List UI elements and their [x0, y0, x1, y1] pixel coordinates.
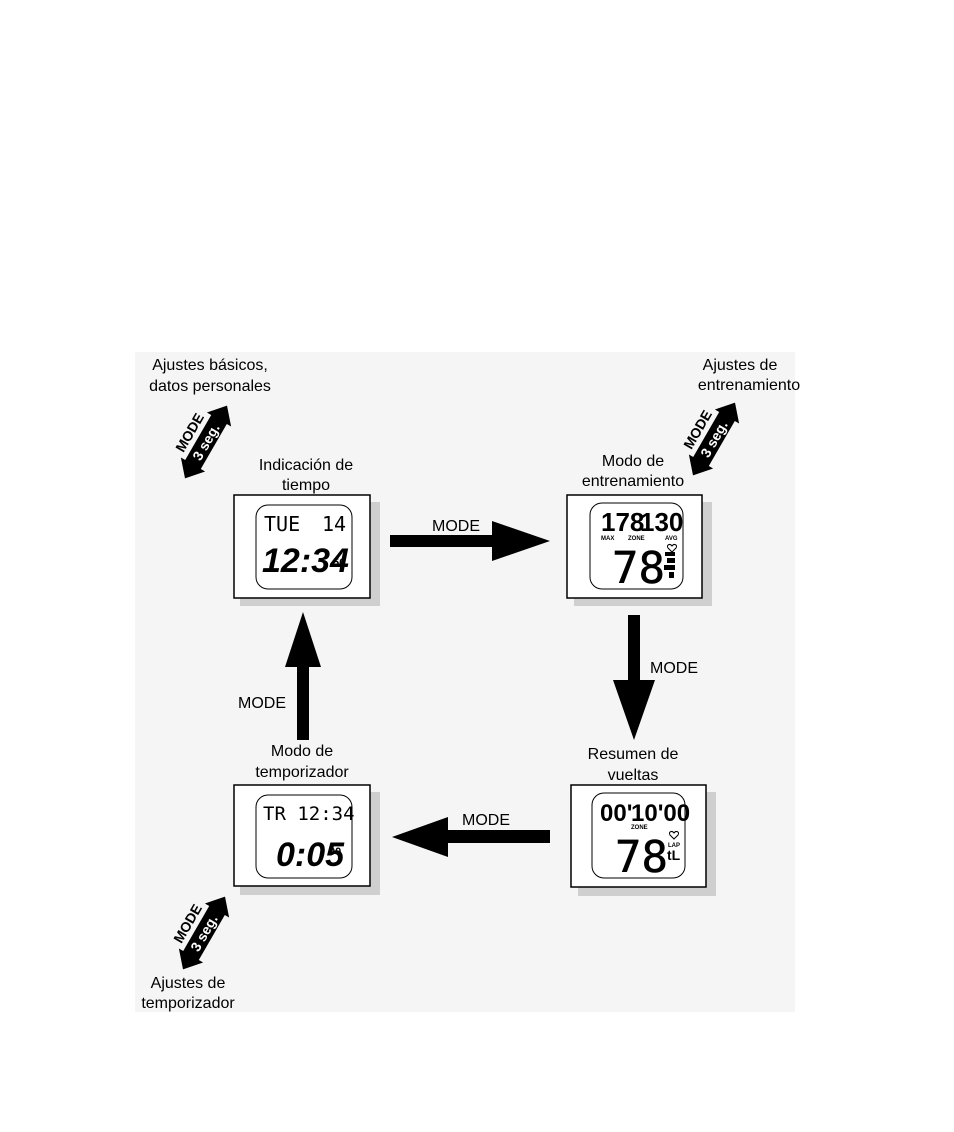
screen-time-seconds: 56 [333, 557, 345, 569]
runner-icon [664, 552, 675, 578]
screen-laps-heart-rate: 78 [615, 832, 668, 883]
screen-time-clock: 12:34 [262, 542, 349, 580]
screen-laps-top-right: 10'00 [631, 800, 690, 827]
settings-basic-label-line1: Ajustes básicos, [152, 357, 268, 374]
screen-timer-label-line2: temporizador [255, 764, 349, 781]
arrow-training-to-laps-label: MODE [650, 660, 698, 677]
screen-training-max-label: MAX [601, 536, 614, 542]
screen-timer-hundredths: 00 [329, 846, 341, 858]
screen-laps-lap-value: tL [667, 847, 681, 863]
screen-laps-zone-label: ZONE [631, 825, 648, 831]
screen-training: 178 130 MAX ZONE AVG 78 [566, 494, 712, 606]
arrow-timer-to-time-label: MODE [238, 695, 286, 712]
arrow-time-to-training [390, 521, 550, 561]
screen-laps-lcd [591, 792, 686, 879]
settings-training-label-line1: Ajustes de [703, 357, 778, 374]
diagram-background [135, 352, 795, 1012]
screen-time: TUE 14 12:34 56 [233, 494, 380, 606]
screen-training-heart-rate: 78 [612, 543, 665, 594]
screen-training-avg-label: AVG [665, 536, 678, 542]
screen-timer-timer: 0:05 [276, 836, 345, 874]
screen-time-date: 14 [322, 512, 346, 536]
arrow-timer-to-time [285, 612, 321, 740]
screen-time-lcd [255, 504, 353, 590]
screen-training-top-left: 178 [601, 507, 644, 537]
screen-laps-lap-label: LAP [668, 843, 680, 849]
screen-laps-label-line2: vueltas [608, 767, 659, 784]
settings-timer-label-line2: temporizador [141, 995, 235, 1012]
arrow-time-to-training-label: MODE [432, 518, 480, 535]
screen-training-zone-label: ZONE [628, 536, 645, 542]
arrow-training-to-laps [613, 615, 655, 740]
screen-timer-top: TR 12:34 [263, 803, 355, 825]
screen-laps: 00' 10'00 ZONE LAP tL 78 [570, 784, 716, 896]
screen-training-label-line1: Modo de [602, 453, 664, 470]
arrow-laps-to-timer-label: MODE [462, 812, 510, 829]
settings-timer-label-line1: Ajustes de [151, 975, 226, 992]
screen-timer: TR 12:34 0:05 00 [233, 784, 380, 895]
screen-training-lcd [589, 502, 684, 590]
screen-laps-top-left: 00' [600, 800, 632, 827]
arrow-laps-to-timer [392, 817, 550, 857]
screen-training-top-right: 130 [640, 507, 683, 537]
settings-basic-label-line2: datos personales [149, 378, 271, 395]
settings-training-label-line2: entrenamiento [698, 377, 800, 394]
screen-laps-label-line1: Resumen de [588, 746, 679, 763]
screen-time-day: TUE [264, 512, 300, 536]
screen-timer-lcd [255, 794, 353, 879]
screen-time-label-line2: tiempo [282, 477, 330, 494]
heart-icon [669, 831, 679, 840]
screen-timer-label-line1: Modo de [271, 743, 333, 760]
screen-time-label-line1: Indicación de [259, 457, 353, 474]
screen-training-label-line2: entrenamiento [582, 473, 684, 490]
